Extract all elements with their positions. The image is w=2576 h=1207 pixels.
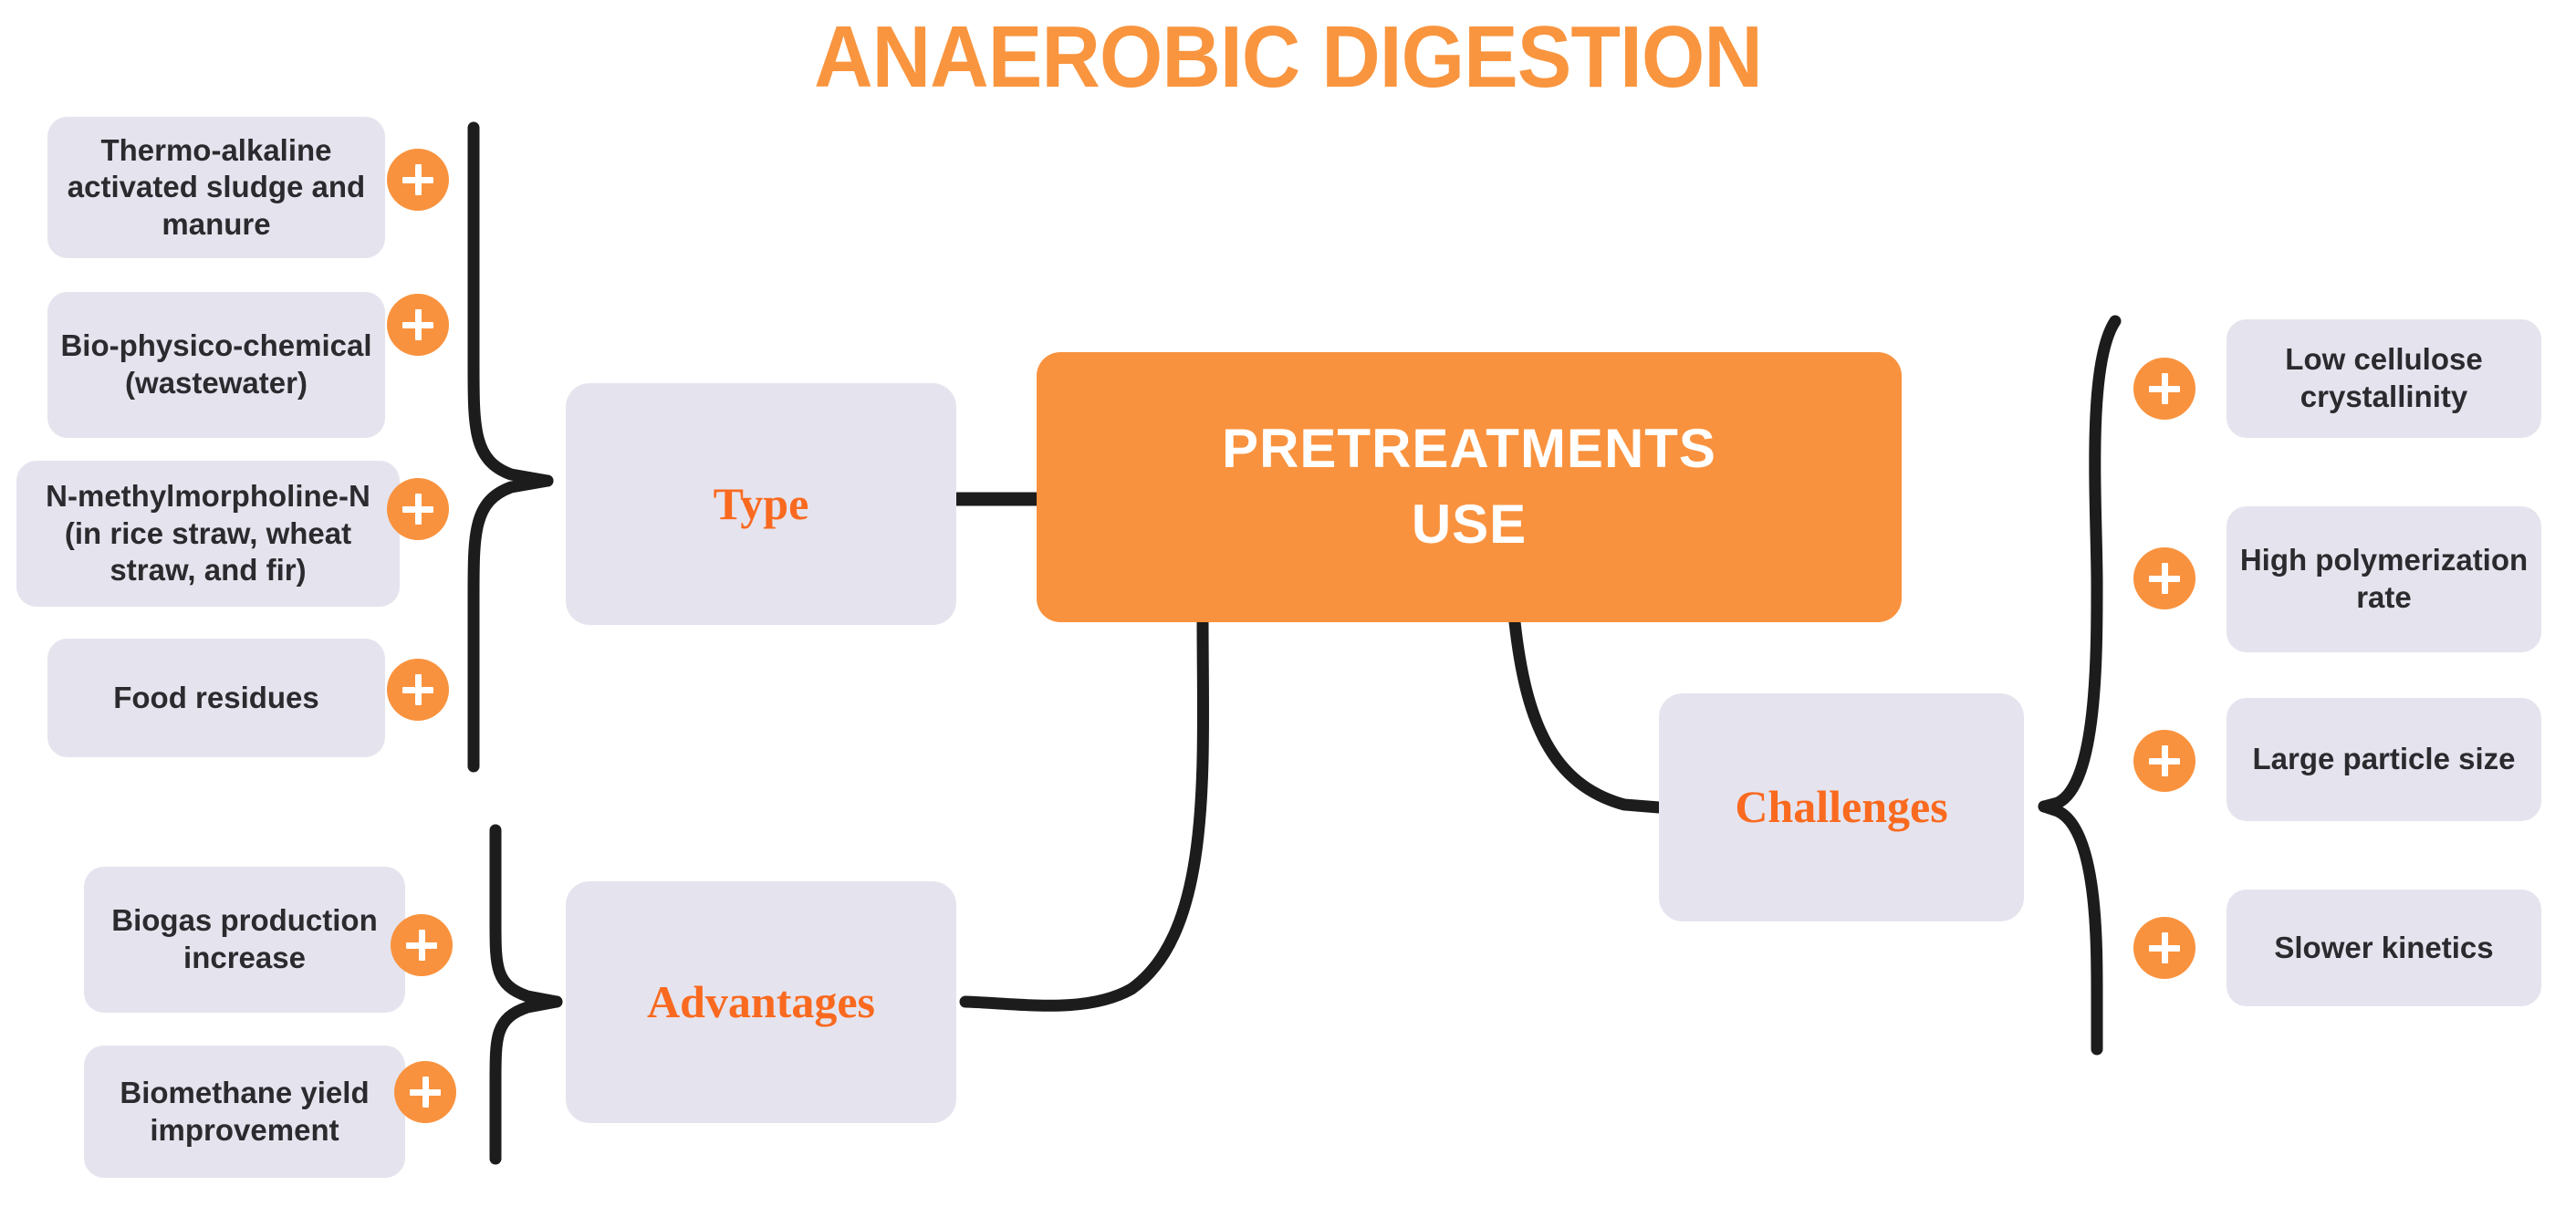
branch-label-type: Type <box>713 477 809 529</box>
center-node-line1: PRETREATMENTS <box>1222 418 1716 480</box>
plus-icon-low-cellulose-crystallinity[interactable] <box>2133 358 2195 420</box>
leaf-node-high-polymerization-rate[interactable]: High polymerization rate <box>2227 506 2541 652</box>
brace-type-lower <box>467 474 554 773</box>
leaf-node-biomethane-yield-improvement[interactable]: Biomethane yield improvement <box>84 1046 405 1178</box>
center-node-label: PRETREATMENTS USE <box>1222 411 1716 563</box>
plus-icon-thermo-alkaline[interactable] <box>387 149 449 211</box>
leaf-label: Large particle size <box>2252 742 2516 776</box>
leaf-label: Thermo-alkaline activated sludge and man… <box>67 132 366 241</box>
plus-icon-large-particle-size[interactable] <box>2133 730 2195 792</box>
leaf-label: Biomethane yield improvement <box>120 1075 370 1147</box>
brace-challenges <box>2038 315 2122 813</box>
leaf-label: Biogas production increase <box>111 903 378 974</box>
leaf-node-biogas-production-increase[interactable]: Biogas production increase <box>84 867 405 1013</box>
center-node-line2: USE <box>1411 494 1528 555</box>
leaf-label: Slower kinetics <box>2274 930 2494 964</box>
leaf-node-low-cellulose-crystallinity[interactable]: Low cellulose crystallinity <box>2227 319 2541 438</box>
plus-icon-biogas-production-increase[interactable] <box>391 914 453 976</box>
page-title: ANAEROBIC DIGESTION <box>814 8 1763 106</box>
leaf-node-bio-physico-chemical[interactable]: Bio-physico-chemical (wastewater) <box>47 292 385 438</box>
plus-icon-bio-physico-chemical[interactable] <box>387 294 449 356</box>
branch-label-advantages: Advantages <box>646 975 876 1027</box>
brace-advantages <box>489 824 563 1008</box>
plus-icon-slower-kinetics[interactable] <box>2133 917 2195 979</box>
branch-node-challenges[interactable]: Challenges <box>1659 693 2024 921</box>
leaf-node-food-residues[interactable]: Food residues <box>47 639 385 757</box>
brace-advantages-lower <box>489 995 563 1165</box>
link-center-advantages <box>959 614 1210 1012</box>
plus-icon-high-polymerization-rate[interactable] <box>2133 547 2195 609</box>
center-node[interactable]: PRETREATMENTS USE <box>1037 352 1902 622</box>
plus-icon-food-residues[interactable] <box>387 659 449 721</box>
leaf-node-n-methylmorpholine[interactable]: N-methylmorpholine-N (in rice straw, whe… <box>16 461 400 607</box>
leaf-node-slower-kinetics[interactable]: Slower kinetics <box>2227 890 2541 1006</box>
leaf-node-thermo-alkaline[interactable]: Thermo-alkaline activated sludge and man… <box>47 117 385 258</box>
leaf-label: N-methylmorpholine-N (in rice straw, whe… <box>46 479 370 588</box>
leaf-node-large-particle-size[interactable]: Large particle size <box>2227 698 2541 821</box>
branch-node-type[interactable]: Type <box>566 383 956 625</box>
leaf-label: Food residues <box>113 680 319 714</box>
branch-node-advantages[interactable]: Advantages <box>566 881 956 1123</box>
branch-label-challenges: Challenges <box>1735 781 1948 833</box>
link-center-challenges <box>1508 616 1665 814</box>
leaf-label: Bio-physico-chemical (wastewater) <box>60 328 372 400</box>
leaf-label: Low cellulose crystallinity <box>2285 342 2483 413</box>
brace-challenges-lower <box>2038 800 2103 1056</box>
plus-icon-biomethane-yield-improvement[interactable] <box>394 1061 456 1123</box>
leaf-label: High polymerization rate <box>2239 543 2529 614</box>
brace-type <box>467 121 554 487</box>
plus-icon-n-methylmorpholine[interactable] <box>387 478 449 540</box>
